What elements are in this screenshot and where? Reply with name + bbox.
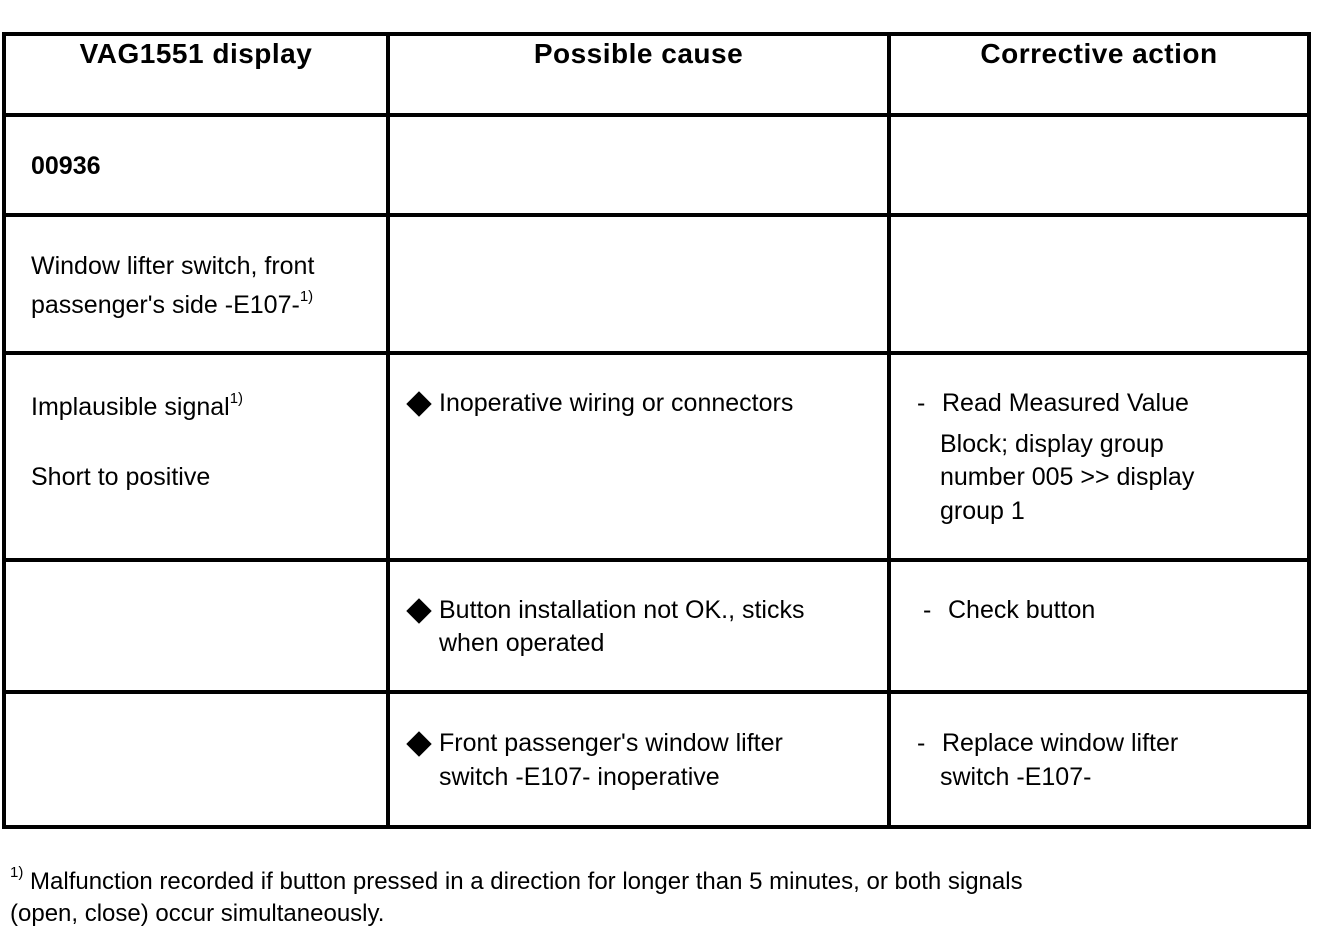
corrective-action-line1: Replace window lifter xyxy=(942,729,1179,757)
footnote-line2: (open, close) occur simultaneously. xyxy=(10,900,385,927)
fault-detail: Short to positive xyxy=(31,463,211,491)
dash-bullet: - xyxy=(917,729,926,757)
fault-type: Implausible signal1) xyxy=(31,390,244,421)
table-row-divider xyxy=(2,213,1311,217)
table-row-divider xyxy=(2,690,1311,694)
dash-bullet: - xyxy=(923,596,932,624)
corrective-action: Check button xyxy=(948,596,1096,624)
diamond-bullet-icon xyxy=(406,731,432,757)
corrective-action-line2: switch -E107- xyxy=(940,763,1092,791)
table-border-bottom xyxy=(2,825,1311,829)
table-border-right xyxy=(1307,32,1311,829)
component-name-line1: Window lifter switch, front xyxy=(31,252,315,280)
corrective-action-line4: group 1 xyxy=(940,497,1025,525)
column-header-action: Corrective action xyxy=(980,38,1218,69)
corrective-action-line1: Read Measured Value xyxy=(942,389,1189,417)
footnote-marker: 1) xyxy=(10,864,24,881)
footnote-ref: 1) xyxy=(299,288,314,305)
column-header-display: VAG1551 display xyxy=(79,38,313,69)
footnote-line1: 1) Malfunction recorded if button presse… xyxy=(10,864,1023,895)
diamond-bullet-icon xyxy=(406,391,432,417)
possible-cause-line1: Front passenger's window lifter xyxy=(439,729,783,757)
component-name-line2: passenger's side -E107-1) xyxy=(31,288,314,319)
table-border-top xyxy=(2,32,1311,36)
table-row-divider xyxy=(2,113,1311,117)
column-header-cause: Possible cause xyxy=(533,38,744,69)
possible-cause-line2: when operated xyxy=(439,629,605,657)
table-row-divider xyxy=(2,558,1311,562)
dash-bullet: - xyxy=(917,389,926,417)
diamond-bullet-icon xyxy=(406,598,432,624)
corrective-action-line3: number 005 >> display xyxy=(940,463,1195,491)
corrective-action-line2: Block; display group xyxy=(940,430,1164,458)
table-column-divider xyxy=(887,32,891,829)
footnote-ref: 1) xyxy=(229,390,244,407)
possible-cause-line2: switch -E107- inoperative xyxy=(439,763,720,791)
fault-code: 00936 xyxy=(31,152,101,180)
possible-cause: Inoperative wiring or connectors xyxy=(439,389,794,417)
table-column-divider xyxy=(386,32,390,829)
table-row-divider xyxy=(2,351,1311,355)
table-border-left xyxy=(2,32,6,829)
possible-cause-line1: Button installation not OK., sticks xyxy=(439,596,805,624)
